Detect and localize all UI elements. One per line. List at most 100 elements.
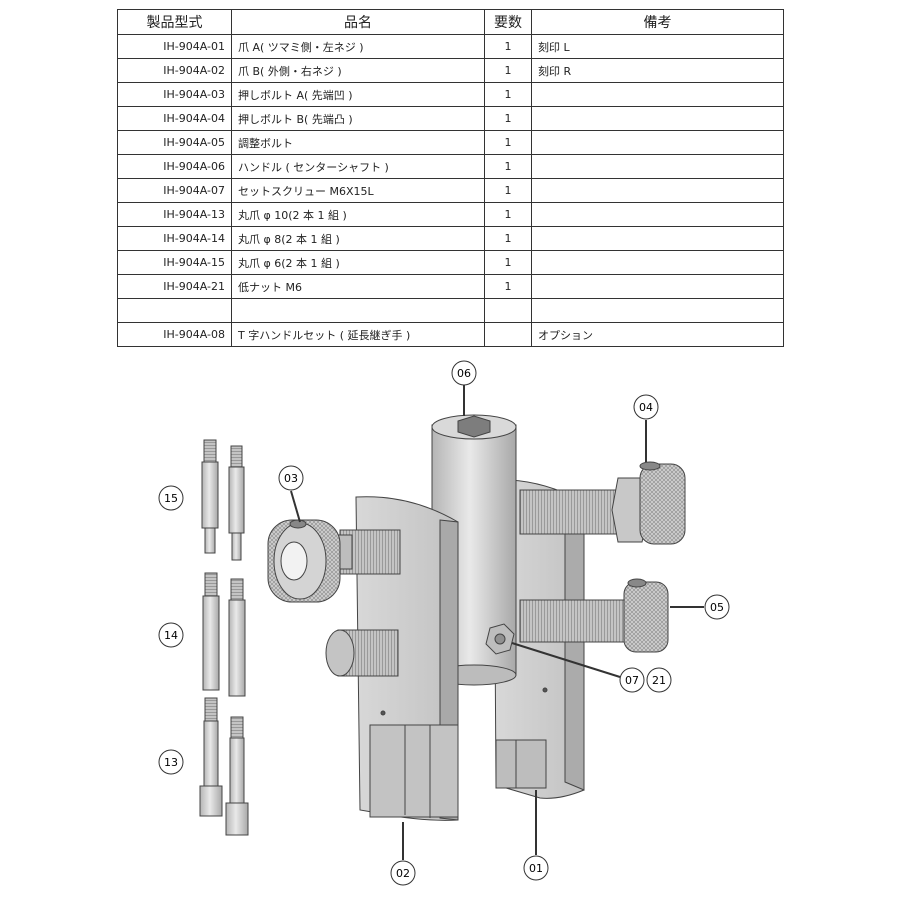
cell-code: IH-904A-03 [117, 82, 232, 107]
round-pin-13b [225, 716, 249, 836]
round-pin-15b [228, 445, 245, 561]
cell-code: IH-904A-08 [117, 322, 232, 347]
cell-qty: 1 [484, 82, 532, 107]
svg-text:06: 06 [457, 367, 471, 380]
callout-05: 05 [704, 594, 730, 620]
svg-text:14: 14 [164, 629, 178, 642]
header-qty: 要数 [484, 9, 532, 35]
svg-text:13: 13 [164, 756, 178, 769]
cell-name: 丸爪 φ 10(2 本 1 組 ) [231, 202, 485, 227]
callout-15: 15 [158, 485, 184, 511]
cell-code: IH-904A-04 [117, 106, 232, 131]
svg-text:05: 05 [710, 601, 724, 614]
callout-07: 07 [619, 667, 645, 693]
cell-note [531, 178, 784, 203]
cell-code: IH-904A-02 [117, 58, 232, 83]
cell-note: 刻印 L [531, 34, 784, 59]
cell-name: 調整ボルト [231, 130, 485, 155]
cell-qty [484, 322, 532, 347]
cell-code [117, 298, 232, 323]
callout-01: 01 [523, 855, 549, 881]
svg-text:15: 15 [164, 492, 178, 505]
cell-code: IH-904A-15 [117, 250, 232, 275]
cell-name: 押しボルト A( 先端凹 ) [231, 82, 485, 107]
round-pin-14a [202, 572, 220, 691]
cell-name: 押しボルト B( 先端凸 ) [231, 106, 485, 131]
cell-qty: 1 [484, 106, 532, 131]
cell-qty: 1 [484, 274, 532, 299]
svg-text:04: 04 [639, 401, 653, 414]
cell-name: T 字ハンドルセット ( 延長継ぎ手 ) [231, 322, 485, 347]
cell-note [531, 202, 784, 227]
cell-qty: 1 [484, 250, 532, 275]
cell-note: 刻印 R [531, 58, 784, 83]
cell-note [531, 154, 784, 179]
cell-code: IH-904A-06 [117, 154, 232, 179]
leader-lines [290, 385, 704, 860]
cell-qty [484, 298, 532, 323]
svg-text:07: 07 [625, 674, 639, 687]
cell-note [531, 274, 784, 299]
svg-text:01: 01 [529, 862, 543, 875]
header-name: 品名 [231, 9, 485, 35]
callout-02: 02 [390, 860, 416, 886]
cell-name: セットスクリュー M6X15L [231, 178, 485, 203]
cell-note [531, 82, 784, 107]
cell-code: IH-904A-01 [117, 34, 232, 59]
callout-06: 06 [451, 360, 477, 386]
push-bolt-a-03 [267, 519, 401, 603]
cell-note [531, 106, 784, 131]
cell-code: IH-904A-07 [117, 178, 232, 203]
exploded-assembly-drawing: 06 04 03 15 05 14 07 21 13 01 02 [158, 360, 730, 886]
cell-code: IH-904A-05 [117, 130, 232, 155]
svg-text:02: 02 [396, 867, 410, 880]
round-pin-13a [199, 697, 223, 817]
callout-03: 03 [278, 465, 304, 491]
cell-note: オプション [531, 322, 784, 347]
cell-name [231, 298, 485, 323]
svg-text:21: 21 [652, 674, 666, 687]
push-bolt-b-04 [519, 461, 686, 545]
jaw-a-02 [355, 496, 459, 821]
cell-code: IH-904A-14 [117, 226, 232, 251]
cell-qty: 1 [484, 178, 532, 203]
callout-21: 21 [646, 667, 672, 693]
cell-note [531, 298, 784, 323]
cell-code: IH-904A-21 [117, 274, 232, 299]
cell-qty: 1 [484, 154, 532, 179]
table-header-row: 製品型式 品名 要数 備考 [117, 9, 784, 35]
cell-qty: 1 [484, 226, 532, 251]
cell-qty: 1 [484, 202, 532, 227]
callout-04: 04 [633, 394, 659, 420]
callout-14: 14 [158, 622, 184, 648]
cell-qty: 1 [484, 130, 532, 155]
cell-note [531, 130, 784, 155]
cell-qty: 1 [484, 58, 532, 83]
cell-name: 低ナット M6 [231, 274, 485, 299]
cell-code: IH-904A-13 [117, 202, 232, 227]
cell-qty: 1 [484, 34, 532, 59]
threaded-rod-stub [325, 629, 399, 677]
cell-name: 丸爪 φ 8(2 本 1 組 ) [231, 226, 485, 251]
round-pin-14b [228, 578, 246, 697]
set-screw-07-nut-21 [485, 623, 515, 655]
cell-name: 爪 A( ツマミ側・左ネジ ) [231, 34, 485, 59]
header-note: 備考 [531, 9, 784, 35]
callout-13: 13 [158, 749, 184, 775]
cell-name: ハンドル ( センターシャフト ) [231, 154, 485, 179]
adjust-bolt-05 [519, 578, 669, 653]
cell-note [531, 226, 784, 251]
